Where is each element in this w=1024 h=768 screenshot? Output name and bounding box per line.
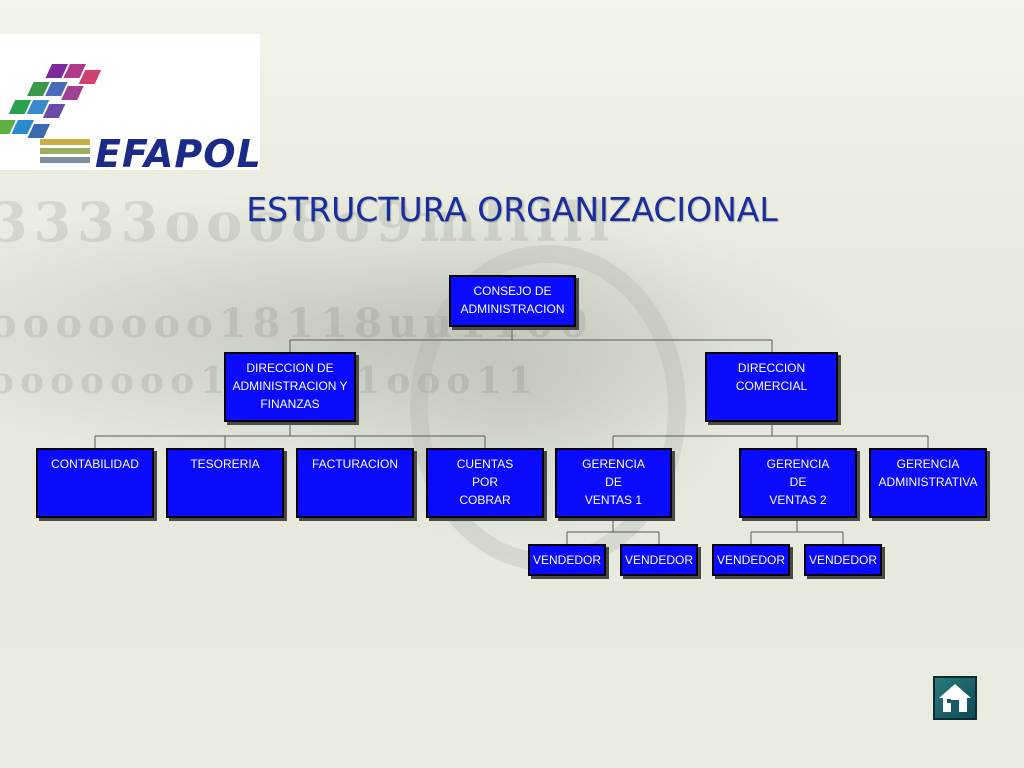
org-node-vendedor-2: VENDEDOR bbox=[620, 544, 698, 576]
org-node-cuentas-por-cobrar: CUENTAS POR COBRAR bbox=[426, 448, 544, 518]
home-button[interactable] bbox=[933, 676, 977, 720]
home-icon bbox=[939, 684, 971, 712]
logo-mark-icon bbox=[0, 64, 102, 163]
org-node-vendedor-3: VENDEDOR bbox=[712, 544, 790, 576]
background-decoration: 3333ooo8o9mlllll bbox=[0, 190, 616, 254]
org-node-direccion-comercial: DIRECCION COMERCIAL bbox=[705, 352, 838, 422]
page-title: ESTRUCTURA ORGANIZACIONAL bbox=[246, 190, 778, 229]
logo: EFAPOL bbox=[0, 34, 261, 176]
org-node-direccion-administracion: DIRECCION DE ADMINISTRACION Y FINANZAS bbox=[224, 352, 356, 422]
org-node-vendedor-1: VENDEDOR bbox=[528, 544, 606, 576]
org-node-vendedor-4: VENDEDOR bbox=[804, 544, 882, 576]
org-node-facturacion: FACTURACION bbox=[296, 448, 414, 518]
logo-text: EFAPOL bbox=[95, 132, 262, 176]
org-node-gerencia-administrativa: GERENCIA ADMINISTRATIVA bbox=[869, 448, 987, 518]
org-node-gerencia-ventas-2: GERENCIA DE VENTAS 2 bbox=[739, 448, 857, 518]
org-node-consejo: CONSEJO DE ADMINISTRACION bbox=[449, 275, 576, 327]
org-node-gerencia-ventas-1: GERENCIA DE VENTAS 1 bbox=[555, 448, 672, 518]
org-node-tesoreria: TESORERIA bbox=[166, 448, 284, 518]
org-node-contabilidad: CONTABILIDAD bbox=[36, 448, 154, 518]
